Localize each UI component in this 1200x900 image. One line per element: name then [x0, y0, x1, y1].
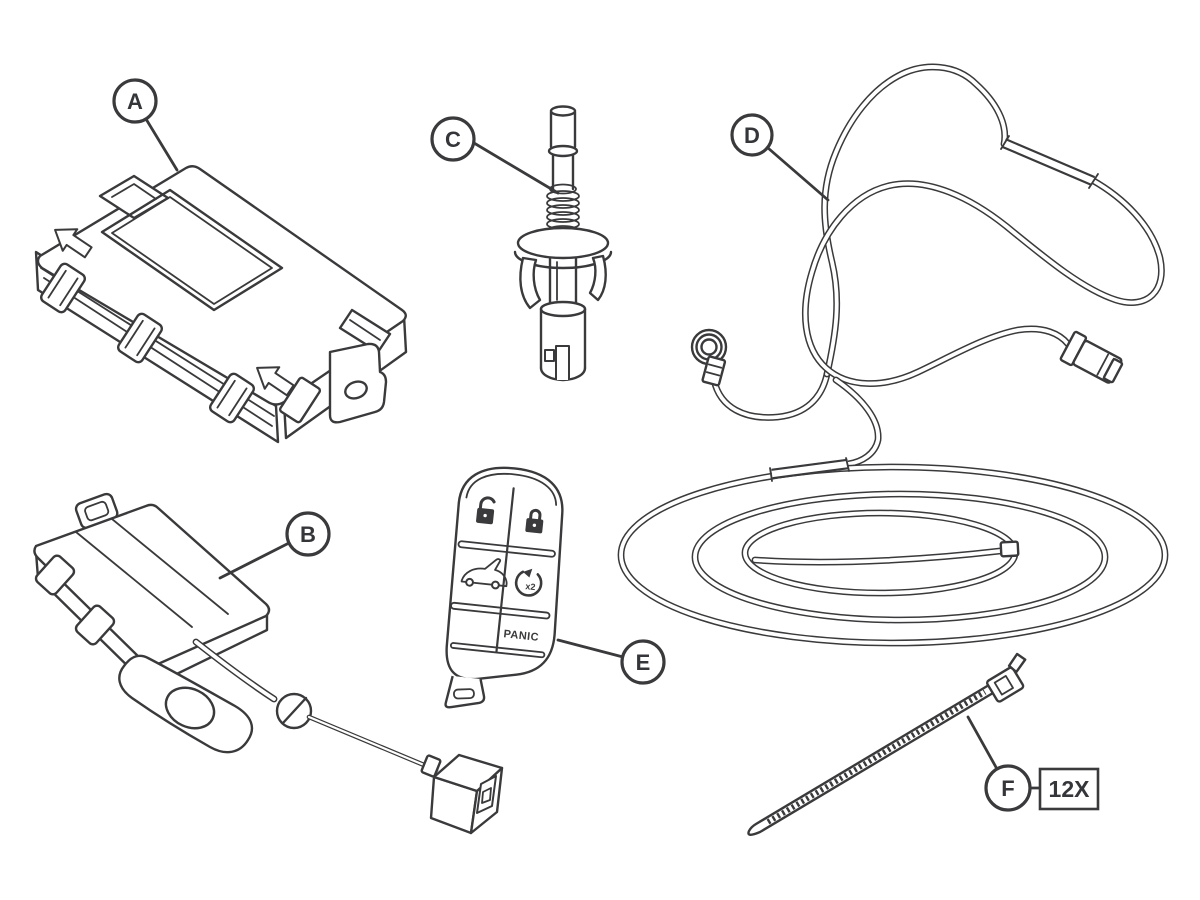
callout-a-circle — [112, 78, 158, 124]
callout-e-leader — [556, 638, 625, 659]
callout-e: E — [556, 638, 666, 685]
callout-b-leader — [218, 541, 291, 580]
callout-e-letter: E — [636, 650, 651, 675]
arrow-icon — [54, 228, 93, 259]
cable-tie-head — [986, 652, 1027, 703]
callout-b: B — [218, 511, 331, 580]
callout-b-circle — [285, 511, 331, 557]
ring-terminal — [690, 328, 728, 387]
keyring-slot — [444, 675, 486, 709]
panic-button-label: PANIC — [503, 628, 539, 644]
part-f-cable-tie — [747, 652, 1027, 836]
callout-c-circle — [430, 116, 476, 162]
callout-a-letter: A — [127, 89, 143, 114]
part-b-antenna-module — [33, 492, 504, 835]
callout-c-leader — [472, 141, 560, 195]
harness-sleeve — [769, 457, 850, 482]
part-a-control-module — [34, 165, 408, 444]
part-d-wiring-harness — [617, 63, 1169, 647]
callout-a: A — [112, 78, 179, 172]
part-c-hood-switch — [513, 105, 613, 382]
wire-connector — [429, 753, 504, 835]
antenna-tip — [999, 540, 1020, 558]
remote-start-icon: x2 — [514, 568, 543, 597]
unlock-icon — [476, 496, 496, 525]
barrel-connector — [1059, 330, 1124, 384]
harness-sleeve — [1000, 135, 1099, 189]
callout-b-letter: B — [300, 522, 316, 547]
callout-d-letter: D — [744, 123, 760, 148]
callout-f-letter: F — [1001, 776, 1014, 801]
coiled-cable — [617, 463, 1169, 647]
cable-grommet — [275, 692, 313, 730]
callout-c: C — [430, 116, 560, 195]
callout-f-leader — [966, 715, 999, 771]
callout-e-circle — [620, 639, 666, 685]
callout-f: F 12X — [966, 715, 1100, 812]
callout-d: D — [730, 113, 830, 202]
callout-d-circle — [730, 113, 774, 157]
quantity-badge: 12X — [1038, 767, 1100, 811]
arrow-icon — [256, 366, 295, 397]
lock-icon — [525, 508, 544, 534]
callout-c-letter: C — [445, 127, 461, 152]
callout-d-leader — [766, 146, 830, 202]
quantity-badge-label: 12X — [1049, 776, 1091, 802]
callout-a-leader — [144, 117, 179, 172]
callout-f-circle — [984, 764, 1032, 812]
part-e-key-fob: x2 PANIC — [444, 466, 564, 709]
trunk-icon — [460, 558, 508, 590]
start-count-label: x2 — [525, 581, 536, 592]
